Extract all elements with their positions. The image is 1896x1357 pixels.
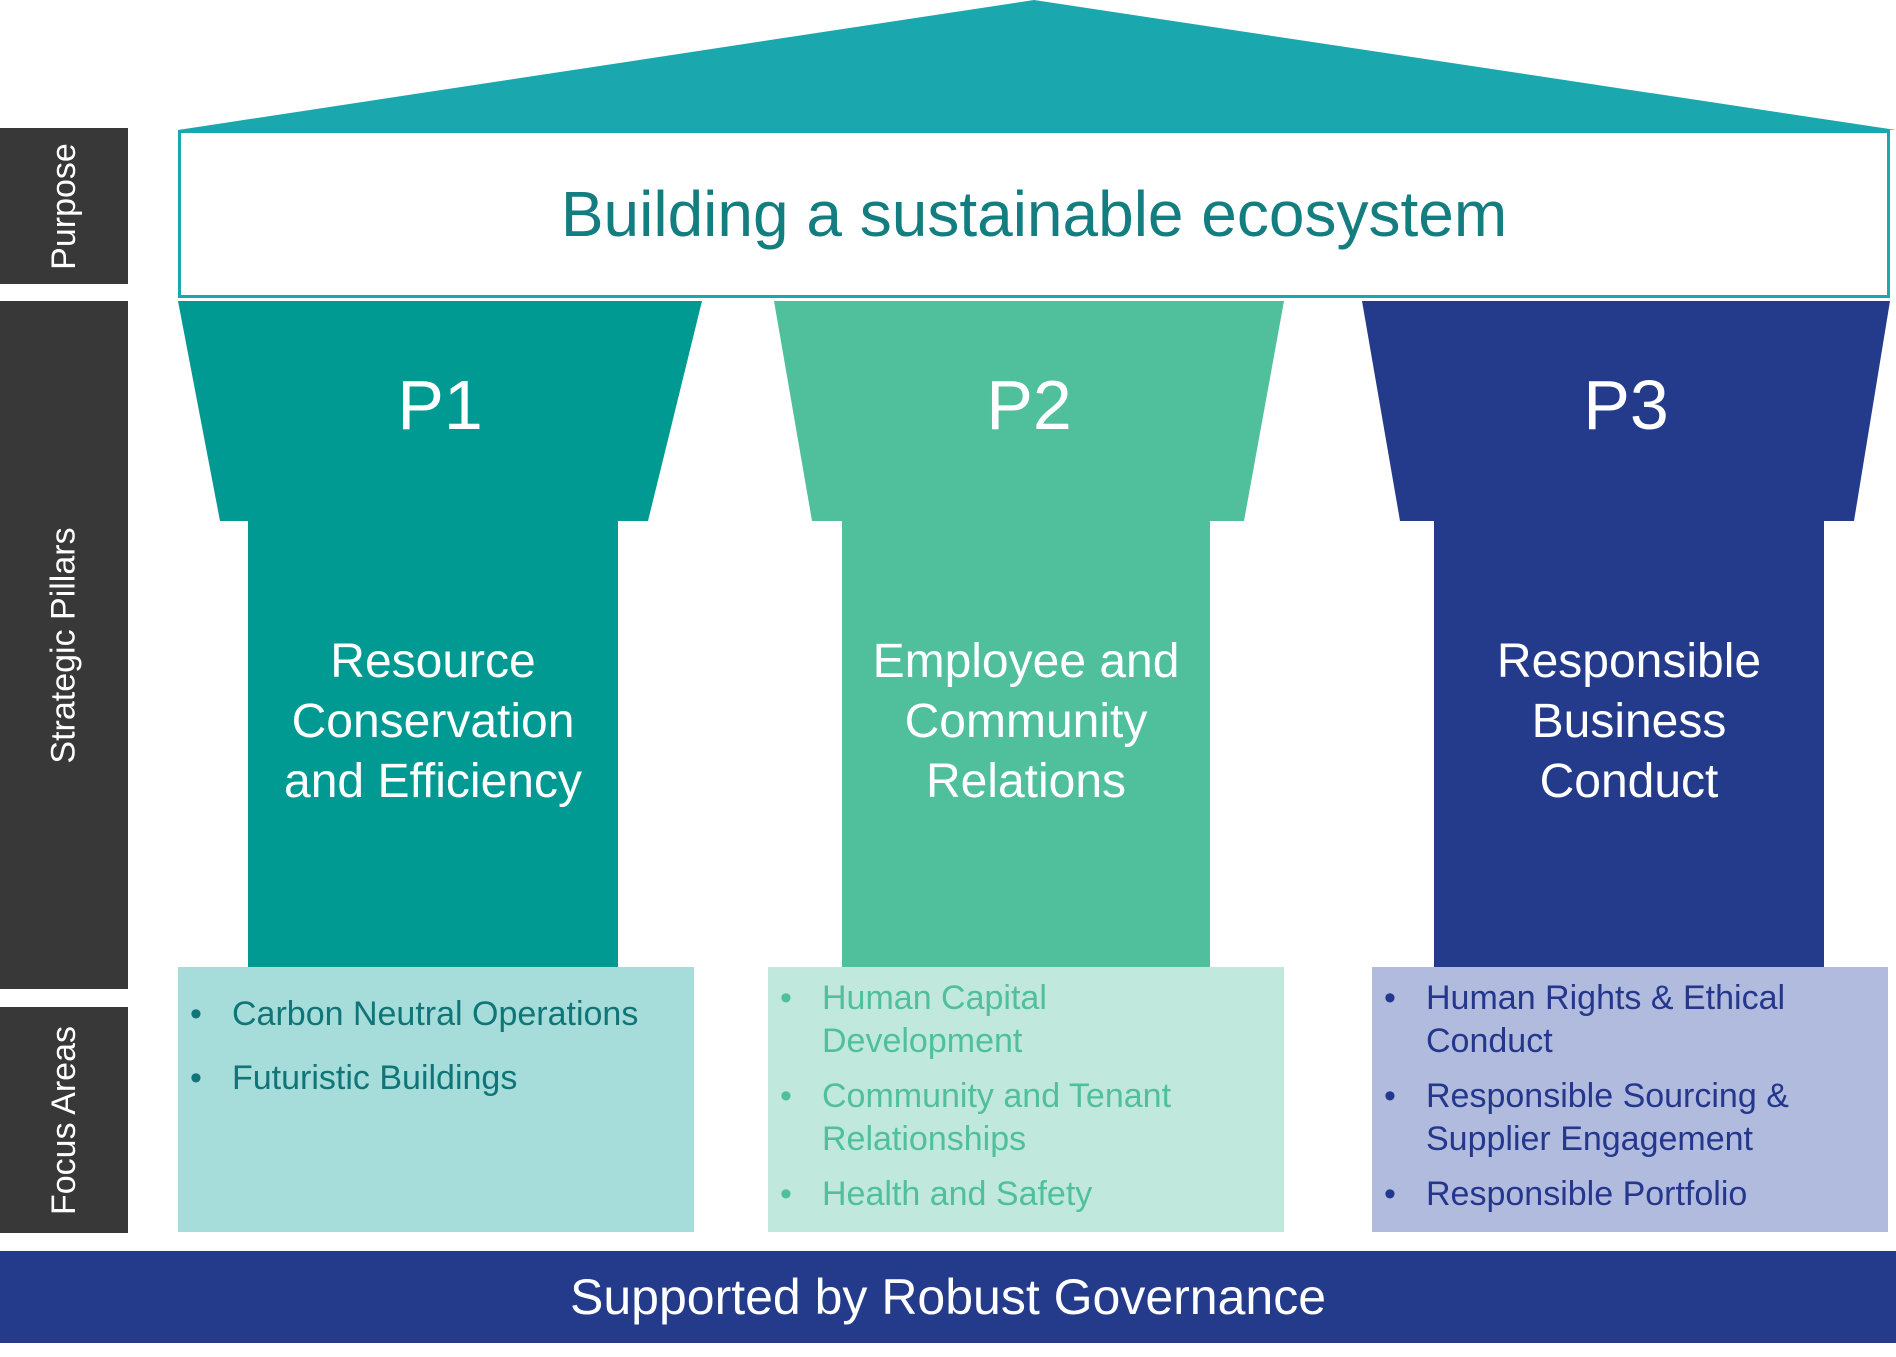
- pillar-p2-title-line: Employee and: [872, 635, 1180, 688]
- row-label-purpose: Purpose: [0, 128, 128, 284]
- row-label-strategic-pillars: Strategic Pillars: [0, 301, 128, 989]
- roof: [178, 0, 1896, 130]
- pillar-p3-title-line: Business: [1531, 695, 1727, 748]
- focus-areas-p3: Human Rights & Ethical Conduct Responsib…: [1372, 967, 1888, 1232]
- row-label-pillars-text: Strategic Pillars: [44, 526, 83, 764]
- pillar-p2-shaft: [842, 519, 1210, 969]
- focus-item: Futuristic Buildings: [190, 1057, 676, 1100]
- pillar-p1-title: Resource Conservation and Efficiency: [248, 632, 618, 812]
- focus-item: Community and Tenant Relationships: [780, 1075, 1222, 1161]
- pillar-p2-code: P2: [986, 366, 1072, 444]
- pillar-p2-title-line: Community: [904, 695, 1148, 748]
- pillar-p2-title: Employee and Community Relations: [842, 632, 1210, 812]
- pillar-p3-code: P3: [1583, 366, 1669, 444]
- pillar-p3-title-line: Responsible: [1496, 635, 1762, 688]
- pillar-p1-title-line: Conservation: [291, 695, 575, 748]
- pillar-p1-code: P1: [397, 366, 483, 444]
- focus-item: Responsible Sourcing & Supplier Engageme…: [1384, 1075, 1846, 1161]
- pillar-p2-capital: [774, 301, 1284, 521]
- purpose-text: Building a sustainable ecosystem: [560, 178, 1508, 250]
- pillar-p2-title-line: Relations: [925, 755, 1127, 808]
- governance-text: Supported by Robust Governance: [569, 1269, 1327, 1325]
- focus-item: Human Rights & Ethical Conduct: [1384, 977, 1846, 1063]
- row-label-focus-text: Focus Areas: [44, 1025, 83, 1215]
- pillar-p3-capital: [1362, 301, 1890, 521]
- pillar-p1-capital: [178, 301, 702, 521]
- focus-item: Carbon Neutral Operations: [190, 993, 676, 1036]
- pillar-p2-capital-shape: [774, 301, 1284, 521]
- focus-list-p3: Human Rights & Ethical Conduct Responsib…: [1384, 977, 1870, 1216]
- governance-banner: Supported by Robust Governance: [0, 1251, 1896, 1343]
- pillar-p3-shaft: [1434, 519, 1824, 969]
- row-label-focus-areas: Focus Areas: [0, 1007, 128, 1233]
- pillar-p1-capital-shape: [178, 301, 702, 521]
- pillar-p3-capital-shape: [1362, 301, 1890, 521]
- pillar-p1-title-line: and Efficiency: [284, 755, 582, 808]
- focus-item: Health and Safety: [780, 1173, 1266, 1216]
- focus-areas-p1: Carbon Neutral Operations Futuristic Bui…: [178, 967, 694, 1232]
- pillar-p1-title-line: Resource: [330, 635, 536, 688]
- focus-areas-p2: Human Capital Development Community and …: [768, 967, 1284, 1232]
- purpose-banner: Building a sustainable ecosystem: [178, 130, 1890, 298]
- pillar-p3-title-line: Conduct: [1539, 755, 1719, 808]
- row-label-purpose-text: Purpose: [44, 142, 83, 270]
- focus-item: Responsible Portfolio: [1384, 1173, 1870, 1216]
- focus-list-p2: Human Capital Development Community and …: [780, 977, 1266, 1216]
- focus-list-p1: Carbon Neutral Operations Futuristic Bui…: [190, 993, 676, 1100]
- roof-triangle: [178, 0, 1896, 130]
- pillar-p3-title: Responsible Business Conduct: [1434, 632, 1824, 812]
- pillar-p1-shaft: [248, 519, 618, 969]
- focus-item: Human Capital Development: [780, 977, 1122, 1063]
